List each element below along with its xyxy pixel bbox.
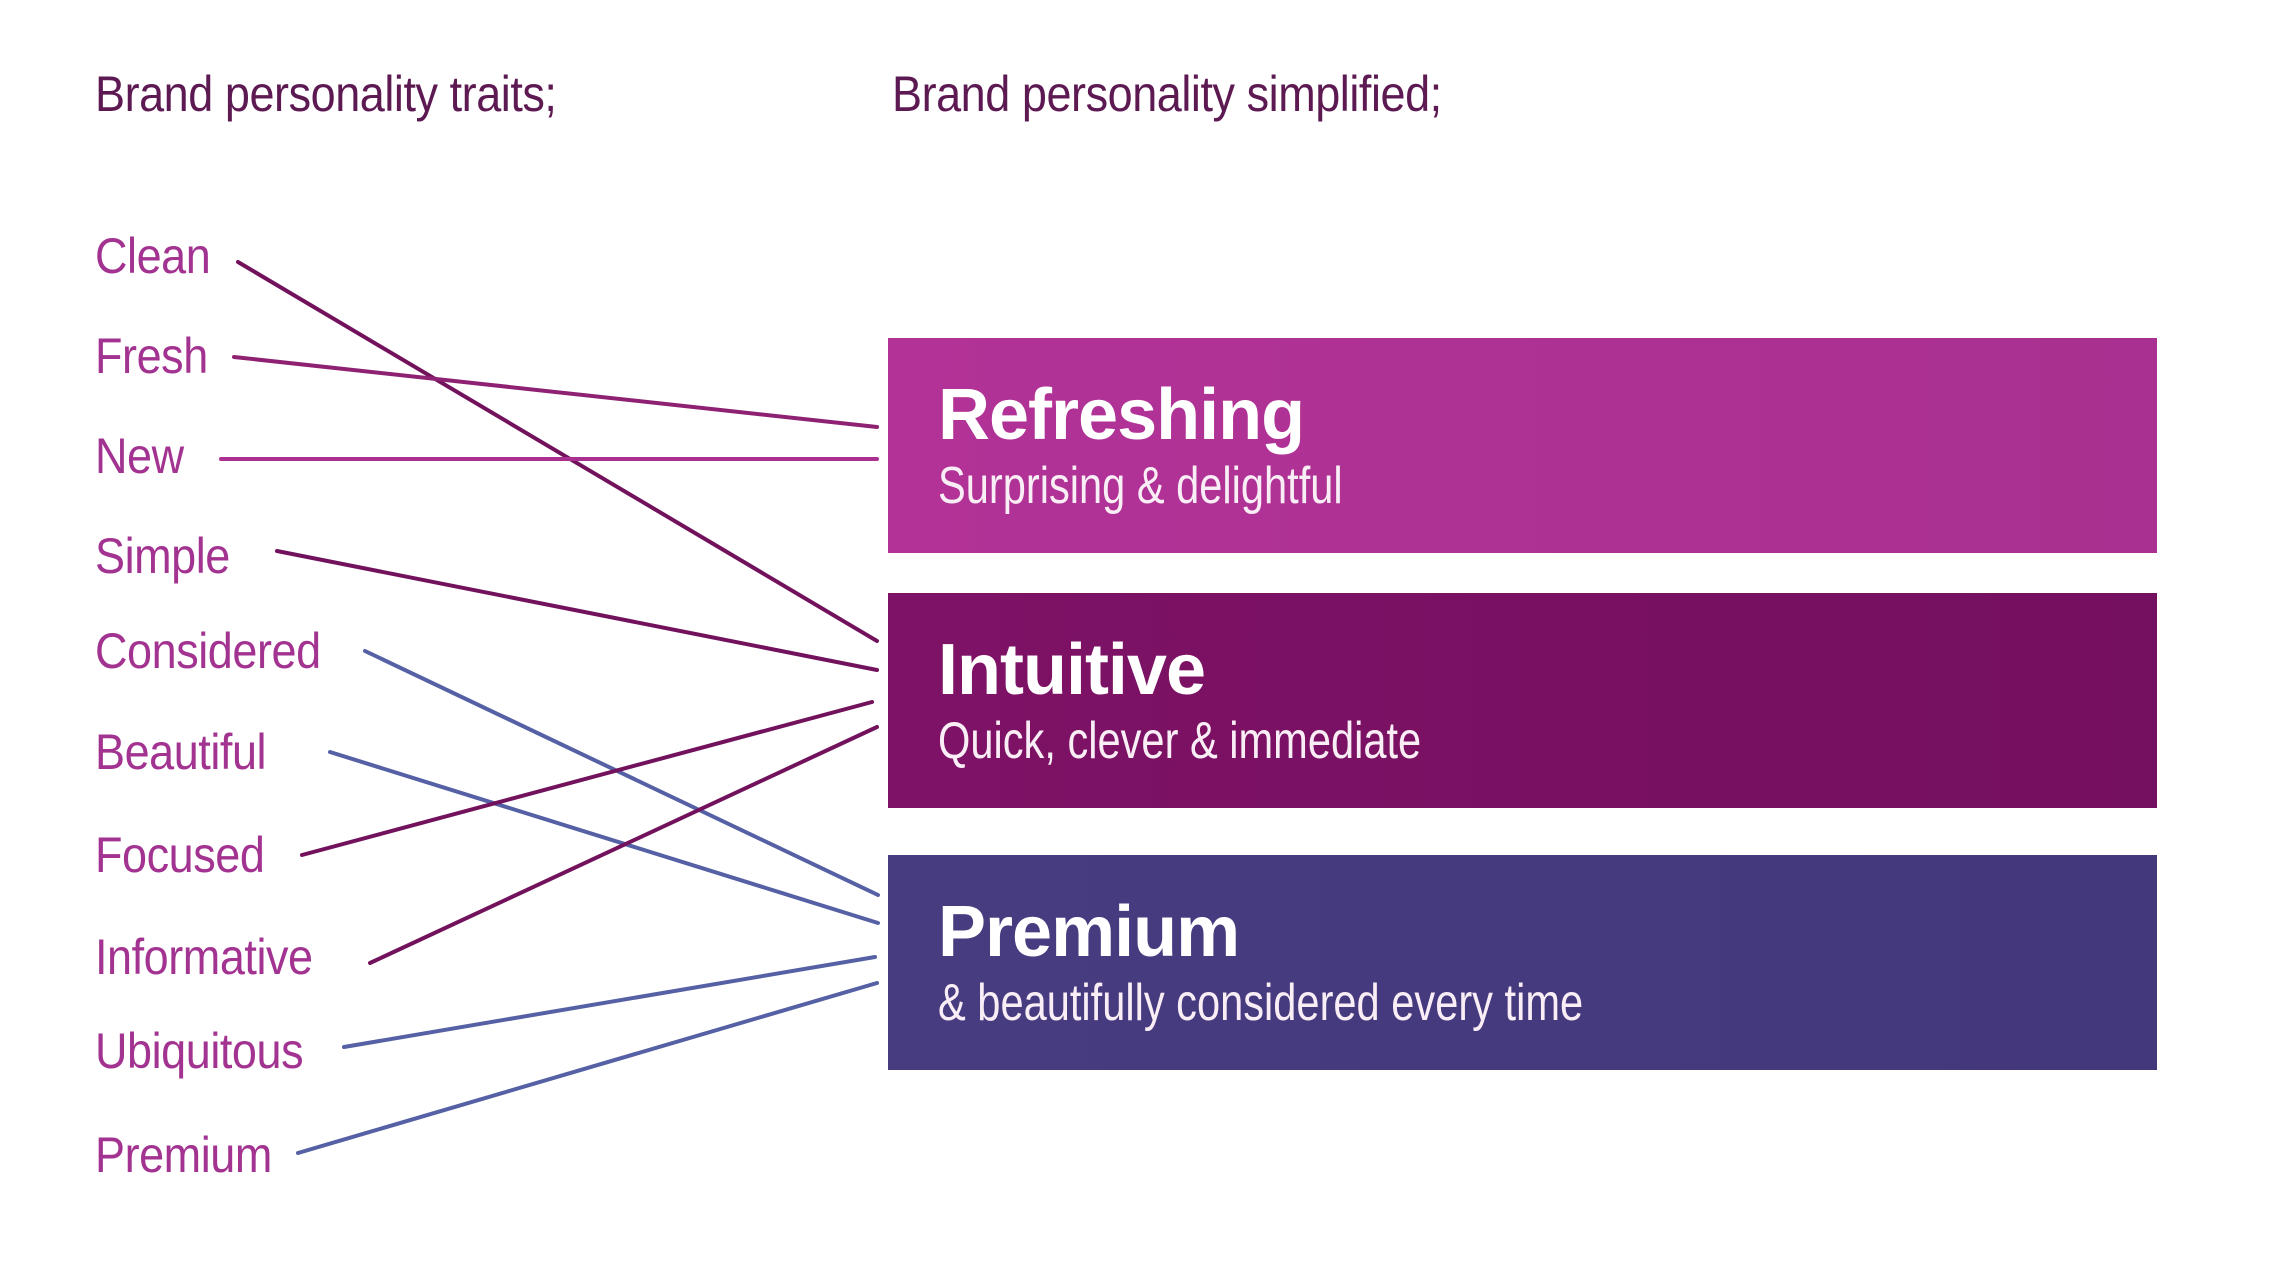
box-subtitle-premium: & beautifully considered every time [938,973,1584,1032]
connector-line-fresh-to-refreshing [232,355,879,429]
connector-line-focused-to-intuitive [300,700,874,857]
box-title-premium: Premium [938,891,1240,972]
box-title-intuitive: Intuitive [938,629,1206,710]
trait-label-informative: Informative [95,929,313,985]
trait-label-simple: Simple [95,528,230,584]
box-subtitle-intuitive: Quick, clever & immediate [938,711,1422,770]
connector-line-clean-to-intuitive [236,260,879,643]
trait-label-focused: Focused [95,827,265,883]
trait-label-clean: Clean [95,228,211,284]
connector-line-premium-to-premium [296,981,879,1155]
connector-line-ubiquitous-to-premium [342,955,877,1049]
right-column-heading: Brand personality simplified; [892,66,1442,122]
trait-label-new: New [95,428,184,484]
connector-line-simple-to-intuitive [275,549,879,672]
trait-label-considered: Considered [95,623,321,679]
box-title-refreshing: Refreshing [938,374,1305,455]
left-column-heading: Brand personality traits; [95,66,557,122]
trait-label-ubiquitous: Ubiquitous [95,1023,304,1079]
trait-label-premium: Premium [95,1127,272,1183]
trait-label-fresh: Fresh [95,328,208,384]
connector-line-informative-to-intuitive [368,725,879,965]
personality-box-premium: Premium& beautifully considered every ti… [888,855,2157,1070]
trait-label-beautiful: Beautiful [95,724,267,780]
connector-line-considered-to-premium [363,649,880,897]
connector-line-beautiful-to-premium [328,750,880,925]
box-subtitle-refreshing: Surprising & delightful [938,456,1343,515]
